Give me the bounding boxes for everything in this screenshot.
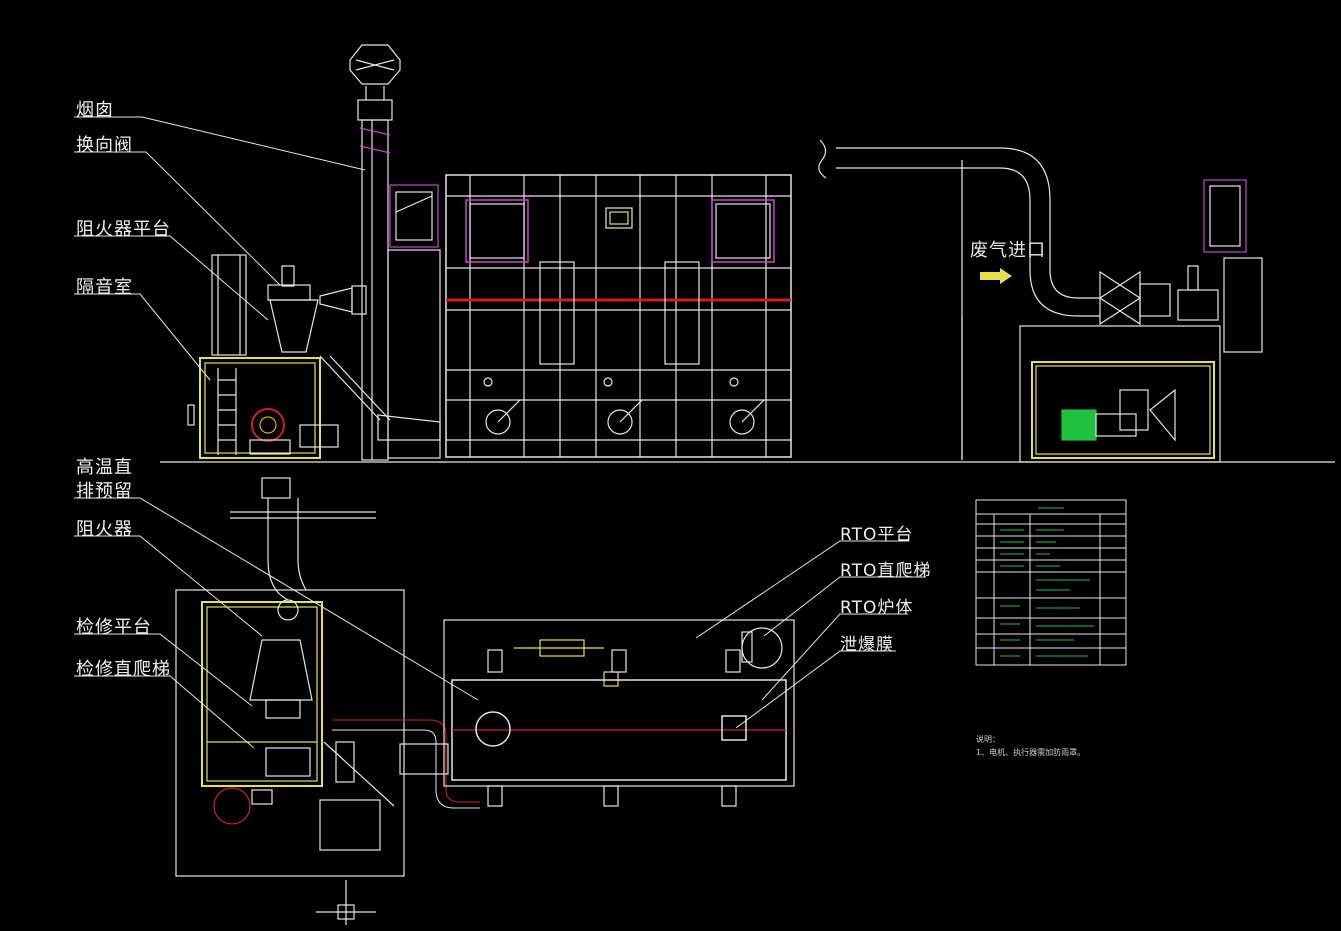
label-reversing-valve: 换向阀 [76,135,133,156]
waste-gas-duct [818,139,1171,460]
label-high-temp-direct-line1: 高温直 [76,457,133,478]
inlet-arrow-icon [980,268,1012,284]
label-waste-gas-inlet: 废气进口 [970,240,1046,261]
label-explosion-membrane: 泄爆膜 [840,635,894,655]
label-rto-platform: RTO平台 [840,525,914,545]
chimney [349,44,401,461]
label-maintenance-ladder: 检修直爬梯 [76,659,171,680]
rto-platform-elevation [1019,179,1263,463]
rto-plan-body [443,619,795,807]
label-rto-ladder: RTO直爬梯 [840,561,932,581]
label-flame-arrester: 阻火器 [76,519,133,540]
label-maintenance-platform: 检修平台 [76,617,152,638]
notes-line1: 1、电机、执行器需加防雨罩。 [976,748,1086,757]
plan-view [175,477,795,925]
elevation-view [160,44,1335,463]
label-chimney: 烟囱 [76,100,114,121]
soundproof-room [187,254,441,459]
leader-lines [74,116,926,749]
rto-elevation [445,174,792,458]
label-soundproof-room: 隔音室 [76,277,133,298]
notes-title: 说明： [976,735,1000,744]
title-table [975,499,1127,666]
label-flame-arrester-platform: 阻火器平台 [76,219,171,240]
label-rto-furnace: RTO炉体 [840,598,914,618]
label-high-temp-direct-line2: 排预留 [76,481,133,502]
